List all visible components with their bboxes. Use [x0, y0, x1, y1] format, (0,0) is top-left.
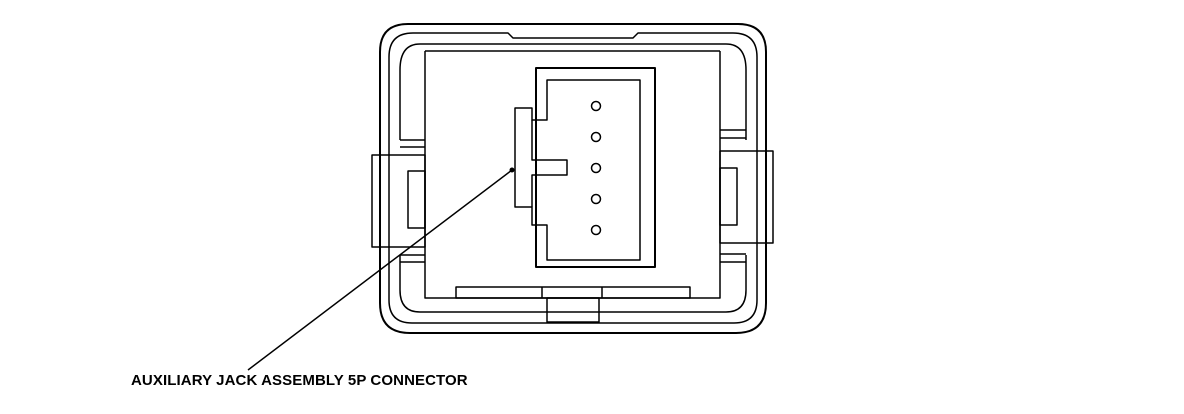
bottom-key-tab	[546, 297, 600, 323]
connector-pin-2	[590, 131, 602, 143]
socket-key-slot	[531, 120, 568, 207]
connector-pin-4	[590, 193, 602, 205]
connector-pin-1	[590, 100, 602, 112]
socket-outer	[535, 67, 656, 268]
right-latch-window	[719, 167, 738, 226]
connector-pin-5	[590, 224, 602, 236]
connector-pins	[590, 100, 602, 236]
callout-leader-dot	[509, 167, 515, 173]
left-latch-window	[407, 170, 426, 229]
housing-rim-line	[399, 43, 747, 140]
housing-outer-shell	[379, 23, 767, 334]
socket-inner-profile	[514, 79, 641, 261]
connector-face-frame	[424, 51, 721, 299]
housing-rim-line-lower	[399, 255, 747, 313]
callout-label: AUXILIARY JACK ASSEMBLY 5P CONNECTOR	[131, 372, 468, 389]
bottom-strip	[455, 286, 691, 299]
connector-pin-3	[590, 162, 602, 174]
housing-inner-shell	[388, 32, 758, 324]
callout-leader-line	[247, 169, 513, 371]
